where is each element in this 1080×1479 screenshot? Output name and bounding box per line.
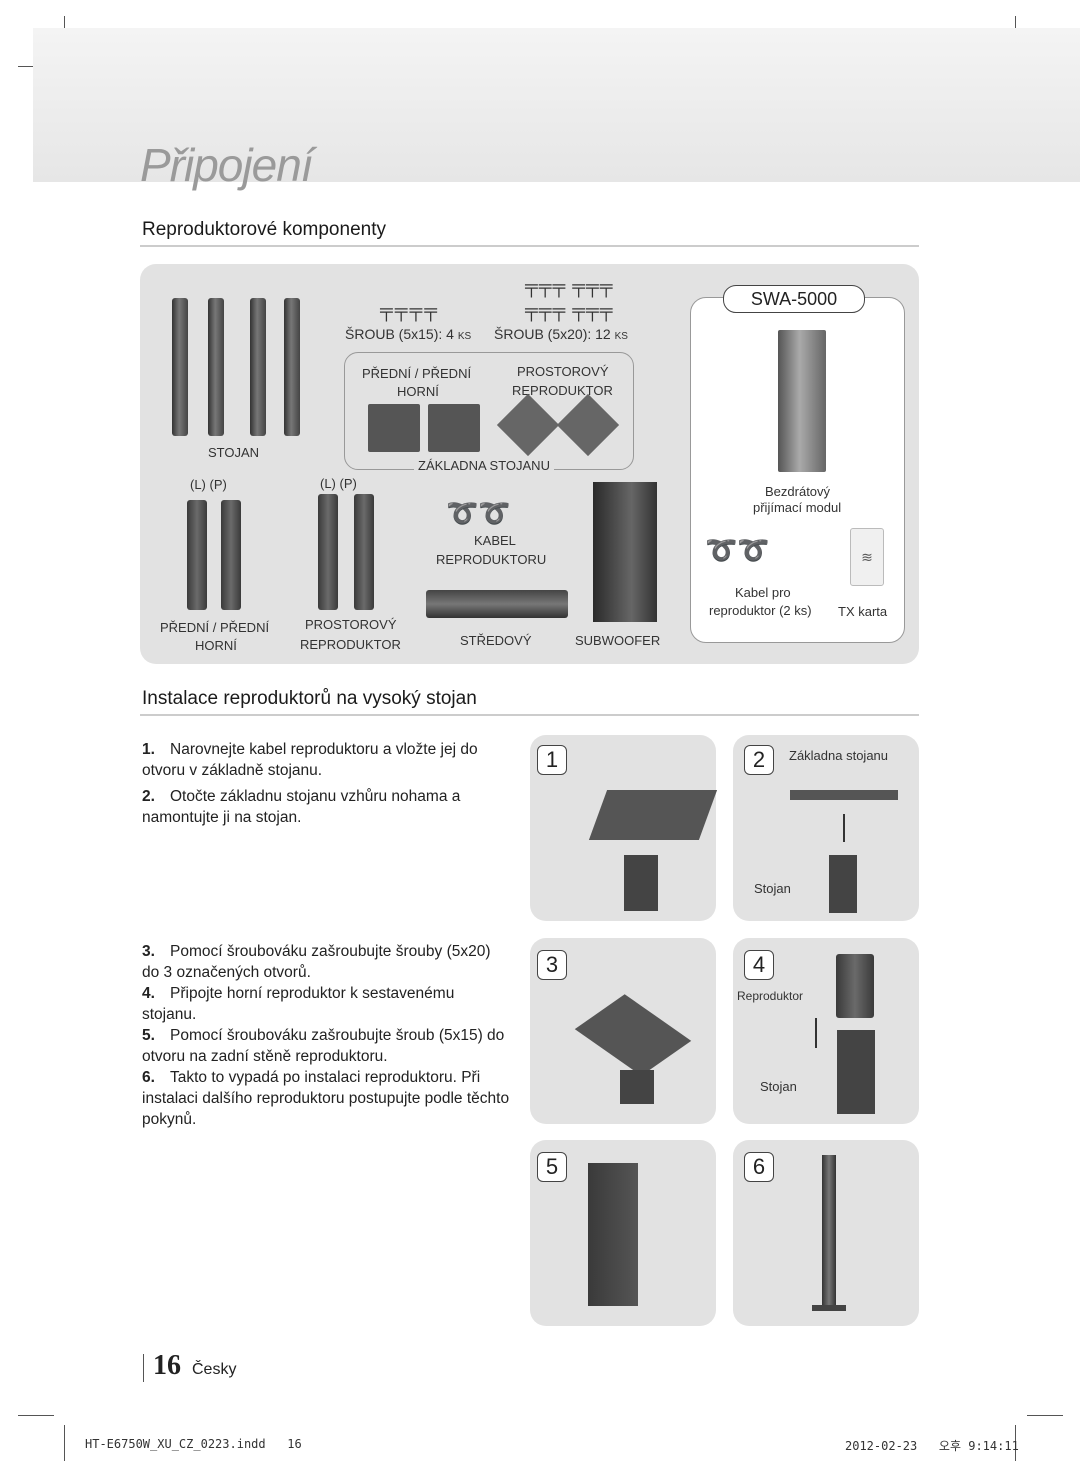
section-rule [140, 245, 919, 247]
crop-mark [1015, 1425, 1016, 1461]
speaker [588, 1163, 638, 1306]
crop-mark [64, 1425, 65, 1461]
label-wireless-2: přijímací modul [753, 500, 842, 515]
center-speaker [426, 590, 568, 618]
label-base-front-top: PŘEDNÍ / PŘEDNÍ [362, 366, 472, 381]
wireless-receiver-module [778, 330, 826, 472]
step-1: 1.Narovnejte kabel reproduktoru a vložte… [142, 741, 478, 779]
stand-pole [172, 298, 188, 436]
model-badge: SWA-5000 [723, 285, 865, 313]
label-subwoofer: SUBWOOFER [575, 633, 661, 648]
stand-pole [620, 1070, 654, 1104]
label-front-top-2: HORNÍ [195, 638, 237, 653]
speaker [836, 954, 874, 1018]
figure-number: 1 [537, 745, 567, 775]
stand-pole [250, 298, 266, 436]
chapter-title: Připojení [140, 139, 314, 191]
footer-filename: HT-E6750W_XU_CZ_0223.indd 16 [85, 1437, 302, 1451]
label-stand-base: ZÁKLADNA STOJANU [414, 458, 554, 473]
crop-mark [18, 1415, 54, 1416]
figure-number: 6 [744, 1152, 774, 1182]
chapter-banner [33, 28, 1080, 182]
page-number: 16 [153, 1350, 181, 1381]
base-plate [428, 404, 480, 452]
label-cable-pro: Kabel pro [735, 585, 791, 600]
surround-speaker [354, 494, 374, 610]
screws-5x20-icon: ╤╤╤ ╤╤╤ [525, 300, 614, 320]
stand-pole [829, 855, 857, 913]
figure-number: 4 [744, 950, 774, 980]
step-3: 3.Pomocí šroubováku zašroubujte šrouby (… [142, 943, 491, 981]
surround-speaker [318, 494, 338, 610]
label-base-surround: PROSTOROVÝ [517, 364, 609, 379]
label-screw-5x20: ŠROUB (5x20): 12 KS [494, 326, 628, 342]
label-cable-2: REPRODUKTORU [436, 552, 547, 567]
step-5: 5.Pomocí šroubováku zašroubujte šroub (5… [142, 1027, 505, 1065]
arrow-down-icon [843, 814, 845, 842]
screws-5x15-icon: ╤╤╤╤ [380, 300, 440, 320]
base-plate [790, 790, 898, 800]
label-cable-pro-2: reproduktor (2 ks) [709, 603, 812, 618]
label-lr: (L) (P) [320, 476, 357, 491]
screws-5x20-icon: ╤╤╤ ╤╤╤ [525, 276, 614, 296]
step-6: 6.Takto to vypadá po instalaci reprodukt… [142, 1069, 510, 1128]
subwoofer [593, 482, 657, 622]
base-plate [588, 790, 718, 840]
label-center: STŘEDOVÝ [460, 633, 532, 648]
label-screw-5x15: ŠROUB (5x15): 4 KS [345, 326, 472, 342]
label-surround: PROSTOROVÝ [305, 617, 397, 632]
tx-card-icon: ≋ [850, 528, 884, 586]
step-4: 4.Připojte horní reproduktor k sestavené… [142, 985, 455, 1023]
figure-number: 3 [537, 950, 567, 980]
label-tx-card: TX karta [838, 604, 888, 619]
section-rule [140, 714, 919, 716]
section-title-components: Reproduktorové komponenty [142, 219, 386, 240]
stand-pole [624, 855, 658, 911]
label-stand-base: Základna stojanu [789, 748, 889, 763]
base-plate [368, 404, 420, 452]
speaker-cable-icon: ➰➰ [705, 535, 770, 565]
label-stand: Stojan [760, 1079, 797, 1094]
page-number-rule [143, 1354, 144, 1382]
label-stand: Stojan [754, 881, 791, 896]
figure-number: 5 [537, 1152, 567, 1182]
step-2: 2.Otočte základnu stojanu vzhůru nohama … [142, 788, 461, 826]
footer-timestamp: 2012-02-23 오후 9:14:11 [845, 1439, 1019, 1453]
figure-number: 2 [744, 745, 774, 775]
installed-speaker [822, 1155, 836, 1305]
front-top-speaker [221, 500, 241, 610]
crop-mark [1027, 1415, 1063, 1416]
front-top-speaker [187, 500, 207, 610]
label-cable: KABEL [474, 533, 516, 548]
label-speaker: Reproduktor [737, 989, 804, 1003]
section-title-install: Instalace reproduktorů na vysoký stojan [142, 688, 477, 709]
stand-pole [284, 298, 300, 436]
speaker-cable-icon: ➰➰ [446, 498, 511, 528]
page-language: Česky [192, 1361, 237, 1378]
stand-pole [837, 1030, 875, 1114]
label-surround-2: REPRODUKTOR [300, 637, 401, 652]
label-wireless: Bezdrátový [765, 484, 831, 499]
label-base-front-top-2: HORNÍ [397, 384, 439, 399]
base-plate [812, 1305, 846, 1311]
label-lr: (L) (P) [190, 477, 227, 492]
label-front-top: PŘEDNÍ / PŘEDNÍ [160, 620, 270, 635]
stand-pole [208, 298, 224, 436]
label-stand: STOJAN [208, 445, 260, 460]
arrow-down-icon [815, 1018, 817, 1048]
